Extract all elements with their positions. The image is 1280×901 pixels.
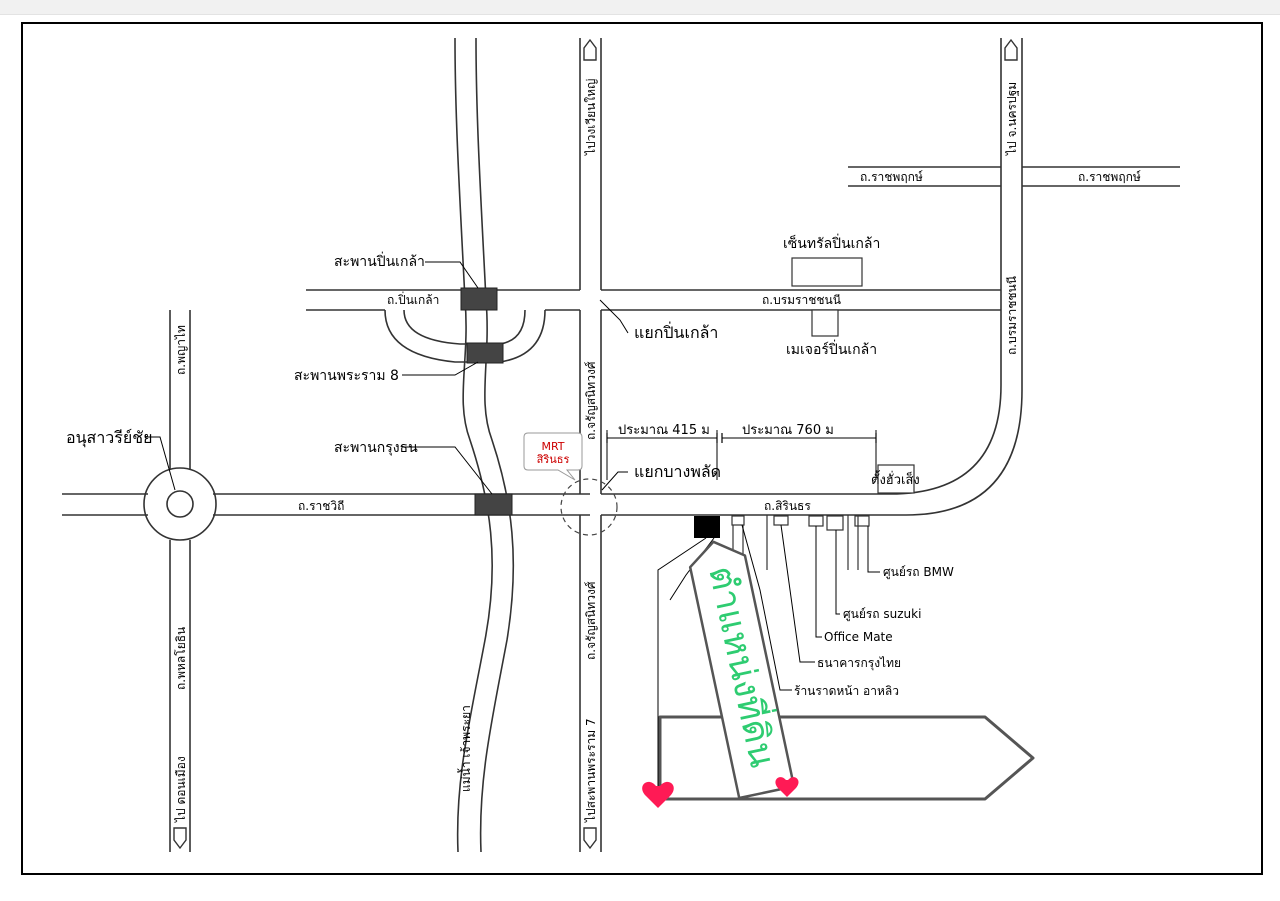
landmark-pinklao-bridge: สะพานปิ่นเกล้า	[334, 252, 425, 270]
landmark-major-pinklao: เมเจอร์ปิ่นเกล้า	[786, 340, 877, 358]
arrow-up-icon	[583, 38, 597, 61]
landmark-bmw-center: ศูนย์รถ BMW	[883, 565, 954, 580]
landmark-suzuki-center: ศูนย์รถ suzuki	[843, 607, 921, 622]
road-label-ratchaphruek-right: ถ.ราชพฤกษ์	[1078, 170, 1141, 184]
landmark-krungthon-bridge: สะพานกรุงธน	[334, 440, 418, 456]
landmark-office-mate: Office Mate	[824, 630, 893, 644]
mrt-label: MRT	[541, 440, 564, 453]
road-label-ratchawithi: ถ.ราชวิถี	[298, 499, 344, 513]
window-top-bar	[0, 0, 1280, 15]
mrt-station-name: สิรินธร	[536, 453, 569, 466]
pinklao-bridge-block	[460, 287, 498, 311]
major-pinklao-building	[811, 309, 839, 337]
river-label-chao-phraya: แม่น้ำ เจ้าพระยา	[457, 705, 473, 792]
landmark-rama8-bridge: สะพานพระราม 8	[294, 368, 399, 384]
map-frame	[21, 22, 1263, 875]
direction-don-mueang: ไป ดอนเมือง	[174, 756, 188, 823]
buildings	[731, 257, 915, 531]
distance-760: ประมาณ 760 ม	[742, 423, 834, 438]
road-label-phahonyothin: ถ.พหลโยธิน	[174, 627, 188, 690]
landmark-pinklao-intersection: แยกปิ่นเกล้า	[634, 321, 718, 342]
road-label-borommaratchachonnani-v: ถ.บรมราชชนนี	[1005, 276, 1019, 355]
landmark-victory-monument: อนุสาวรีย์ชัย	[66, 428, 152, 448]
road-label-borommaratchachonnani: ถ.บรมราชชนนี	[762, 293, 841, 307]
krungthon-bridge-block	[474, 493, 513, 516]
road-label-charansanitwong-upper: ถ.จรัญสนิทวงศ์	[584, 361, 598, 440]
arrow-down-icon	[173, 827, 187, 850]
road-label-pinklao: ถ.ปิ่นเกล้า	[387, 291, 439, 307]
arrow-up-icon	[1004, 38, 1018, 61]
road-label-ratchaphruek-left: ถ.ราชพฤกษ์	[860, 170, 923, 184]
landmark-central-pinklao: เซ็นทรัลปิ่นเกล้า	[783, 234, 880, 252]
distance-415: ประมาณ 415 ม	[618, 423, 710, 438]
tang-hua-seng-building	[877, 464, 915, 494]
arrow-down-icon	[583, 827, 597, 850]
leader-lines	[145, 261, 880, 790]
landmark-krungthai-bank: ธนาคารกรุงไทย	[817, 656, 901, 671]
direction-nakhon-pathom: ไป จ.นครปฐม	[1005, 82, 1019, 156]
road-network	[62, 37, 1180, 853]
landmark-ahaliw-shop: ร้านราดหน้า อาหลิว	[794, 684, 899, 698]
distance-markers	[606, 430, 877, 480]
mrt-callout: MRT สิรินธร	[523, 432, 583, 481]
heart-icon	[775, 777, 799, 797]
central-pinklao-building	[791, 257, 863, 287]
direction-rama7-bridge: ไปสะพานพระราม 7	[584, 718, 598, 823]
rama8-bridge-block	[466, 342, 504, 364]
landmark-tang-hua-seng: ตั้งฮั่วเส็ง	[871, 470, 920, 488]
heart-icon	[642, 781, 674, 808]
road-label-sirindhorn: ถ.สิรินธร	[764, 499, 811, 513]
road-label-phaya-thai: ถ.พญาไท	[174, 325, 188, 375]
mrt-station-circle	[560, 478, 618, 536]
land-plot-marker	[694, 516, 720, 538]
road-label-charansanitwong-lower: ถ.จรัญสนิทวงศ์	[584, 581, 598, 660]
landmark-bang-phlat-intersection: แยกบางพลัด	[634, 462, 721, 481]
direction-arrow-shape	[658, 715, 1035, 801]
bridge-blocks	[460, 287, 513, 516]
direction-wongwian-yai: ไปวงเวียนใหญ่	[584, 79, 598, 156]
road-end-arrows	[173, 38, 1018, 850]
